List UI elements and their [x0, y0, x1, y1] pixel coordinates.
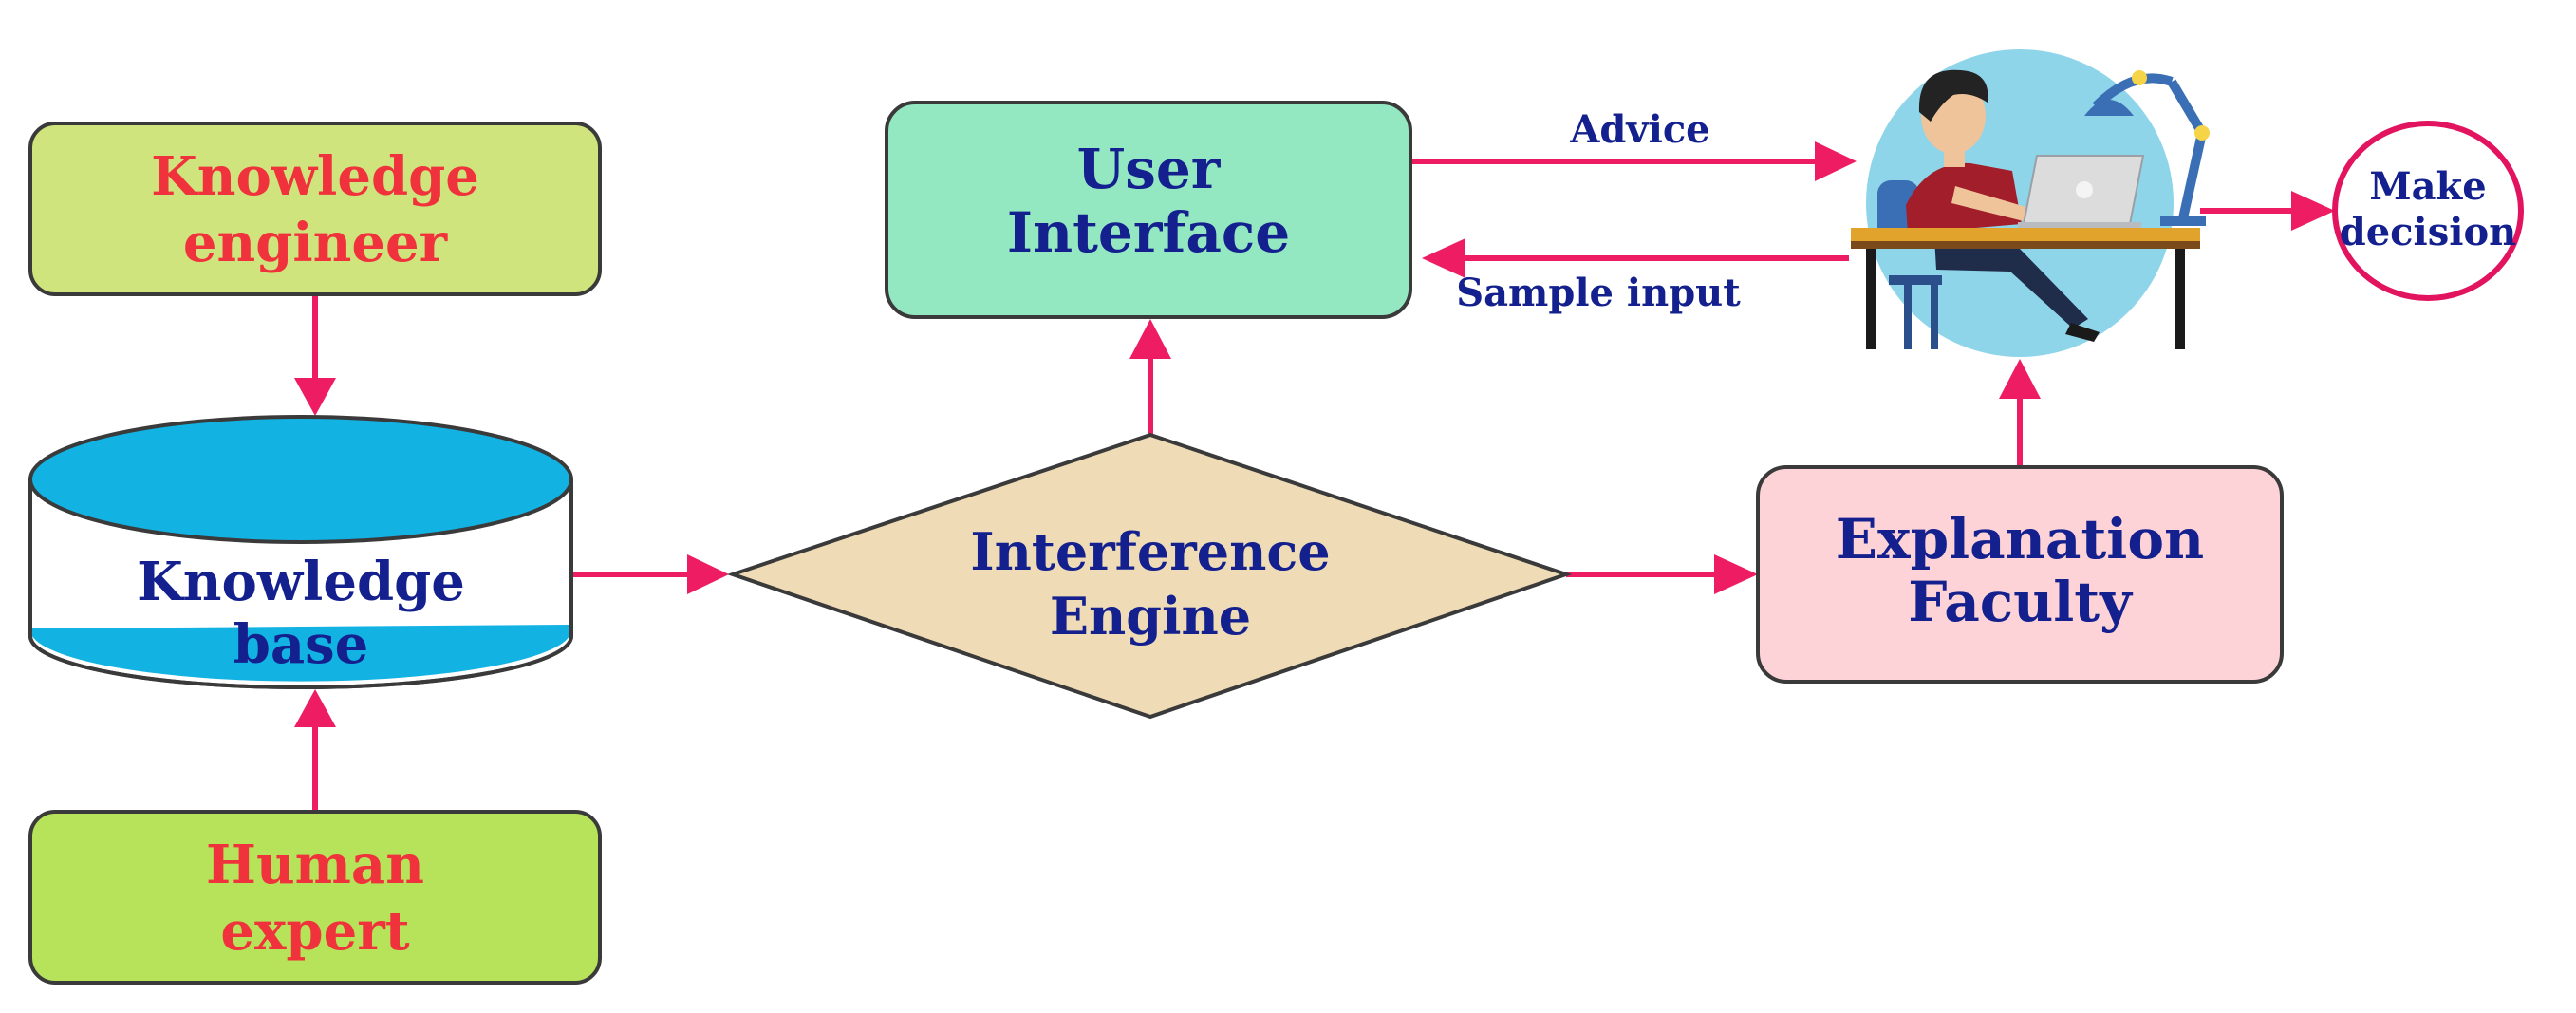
knowledge-engineer-line1: Knowledge [151, 145, 479, 208]
desk-lamp-icon [2084, 70, 2210, 226]
inference-engine-diamond: Interference Engine [726, 432, 1573, 720]
sample-input-label: Sample input [1456, 271, 1741, 315]
human-expert-line1: Human [206, 834, 424, 896]
arrowhead-ui-to-user [1815, 141, 1857, 181]
human-expert-line2: expert [220, 900, 409, 963]
make-decision-line1: Make [2369, 164, 2486, 209]
explanation-faculty-box: Explanation Faculty [1756, 465, 2284, 684]
knowledge-engineer-box: Knowledge engineer [28, 122, 602, 296]
knowledge-engineer-line2: engineer [183, 212, 449, 274]
knowledge-base-line2: base [233, 613, 369, 676]
advice-label: Advice [1569, 107, 1709, 152]
human-expert-box: Human expert [28, 810, 602, 985]
user-interface-line2: Interface [1007, 200, 1290, 265]
explanation-faculty-line2: Faculty [1908, 570, 2134, 634]
user-interface-box: User Interface [885, 101, 1412, 319]
make-decision-line2: decision [2340, 210, 2516, 254]
user-interface-line1: User [1077, 137, 1222, 201]
arrowhead-user-to-decision [2291, 191, 2335, 231]
arrowhead-expert-to-kb [294, 689, 336, 727]
user-at-desk-illustration [1851, 49, 2210, 357]
arrowhead-kb-to-engine [687, 554, 729, 594]
arrowhead-engineer-to-kb [294, 378, 336, 416]
arrowhead-user-to-ui [1422, 238, 1465, 278]
arrows [294, 141, 2335, 812]
arrowhead-engine-to-explanation [1714, 554, 1758, 594]
make-decision-circle: Make decision [2332, 121, 2524, 301]
desk-icon [1851, 228, 2200, 349]
inference-engine-line1: Interference [970, 521, 1330, 582]
knowledge-base-cylinder: Knowledge base [28, 415, 573, 689]
knowledge-base-line1: Knowledge [137, 551, 465, 613]
laptop-icon [2018, 155, 2145, 230]
person-icon [1906, 69, 2100, 342]
arrowhead-engine-to-ui [1129, 319, 1171, 359]
explanation-faculty-line1: Explanation [1836, 507, 2204, 572]
inference-engine-line2: Engine [1050, 586, 1251, 647]
arrowhead-explanation-to-user [1999, 359, 2041, 399]
